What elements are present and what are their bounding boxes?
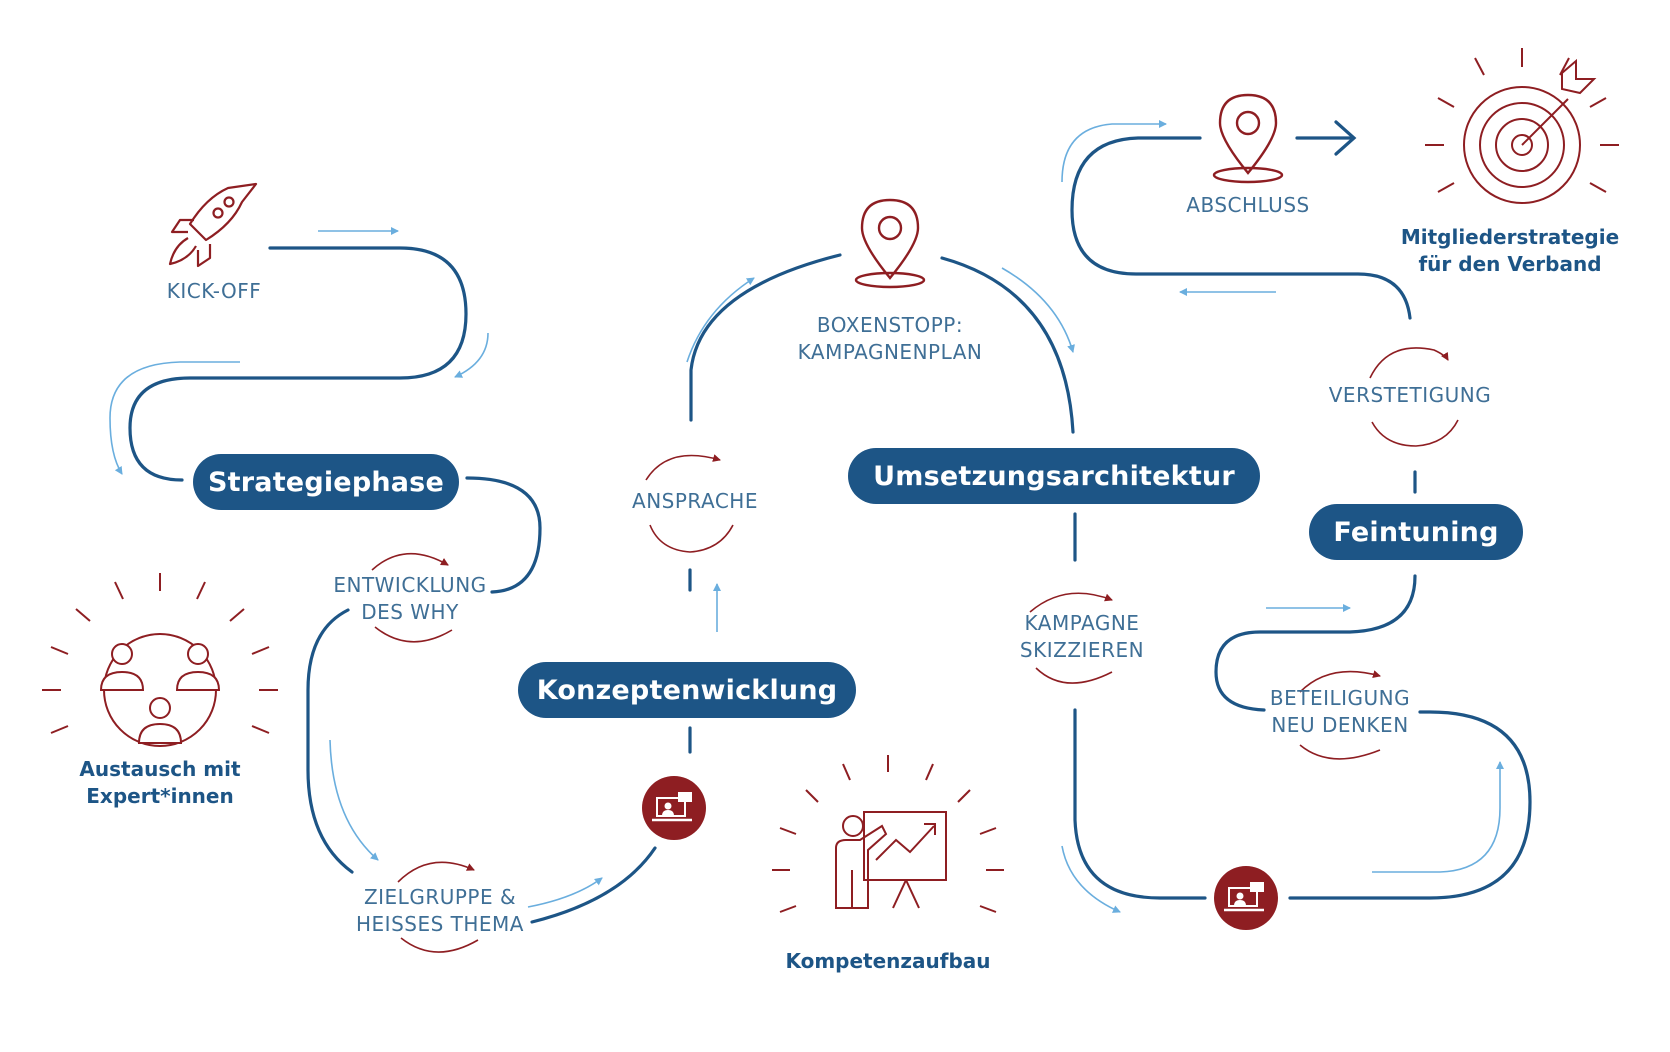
outcome-mitgliederstrategie: Mitgliederstrategie für den Verband xyxy=(1400,225,1620,276)
location-pin-icon xyxy=(1212,93,1284,184)
step-zielgruppe: ZIELGRUPPE & HEISSES THEMA xyxy=(356,885,524,936)
step-abschluss: ABSCHLUSS xyxy=(1186,193,1310,217)
outcome-kompetenzaufbau: Kompetenzaufbau xyxy=(785,949,991,973)
path-beteiligung-left xyxy=(1214,574,1417,712)
step-boxenstopp: BOXENSTOPP: KAMPAGNENPLAN xyxy=(797,313,983,364)
phase-umsetzungsarchitektur: Umsetzungsarchitektur xyxy=(848,448,1260,504)
blue-arrow-3 xyxy=(109,361,240,475)
step-entwicklung-des-why: ENTWICKLUNG DES WHY xyxy=(333,573,487,624)
people-group-icon xyxy=(42,573,278,747)
phase-feintuning: Feintuning xyxy=(1309,504,1523,560)
path-umsetzung-down2 xyxy=(1073,708,1207,900)
path-verstetigung-up xyxy=(1070,136,1412,320)
step-kick-off: KICK-OFF xyxy=(166,279,262,303)
blue-arrow-10 xyxy=(1372,761,1504,873)
main-path xyxy=(128,120,1532,924)
target-arrow-icon xyxy=(1425,48,1619,204)
rocket-icon xyxy=(168,182,258,268)
cycle-ansprache xyxy=(645,454,734,553)
blue-arrow-9 xyxy=(1061,845,1121,913)
path-abschluss-arrowhead xyxy=(1334,120,1357,156)
phase-konzeptenwicklung: Konzeptenwicklung xyxy=(518,662,856,718)
path-to-webinar-1 xyxy=(530,846,657,924)
online-meeting-icon xyxy=(642,776,706,840)
direction-arrows xyxy=(109,120,1504,913)
presentation-board-icon xyxy=(772,755,1004,913)
blue-arrow-2 xyxy=(454,332,489,378)
step-verstetigung: VERSTETIGUNG xyxy=(1328,383,1492,407)
cycle-verstetigung xyxy=(1369,347,1459,447)
cycle-arrows xyxy=(371,347,1459,953)
path-down-left xyxy=(306,608,354,874)
path-ansprache-up xyxy=(689,253,842,422)
cycle-entwicklung xyxy=(371,552,453,643)
step-ansprache: ANSPRACHE xyxy=(632,489,758,513)
blue-arrow-5 xyxy=(527,877,603,908)
step-kampagne-skizzieren: KAMPAGNE SKIZZIEREN xyxy=(1019,611,1145,662)
location-pin-icon xyxy=(854,198,926,289)
path-strategie-out xyxy=(465,476,542,594)
blue-arrow-7 xyxy=(686,277,755,363)
step-beteiligung-neu-denken: BETEILIGUNG NEU DENKEN xyxy=(1269,686,1411,737)
path-webinar2-right xyxy=(1288,710,1532,900)
outcome-austausch-mit-expertinnen: Austausch mit Expert*innen xyxy=(79,757,241,808)
blue-arrow-4 xyxy=(329,739,379,861)
cycle-kampagne xyxy=(1029,592,1113,684)
cycle-zielgruppe xyxy=(397,861,479,953)
path-kickoff-loop xyxy=(128,246,468,482)
blue-arrow-8 xyxy=(1001,267,1075,353)
phase-strategiephase: Strategiephase xyxy=(193,454,459,510)
blue-arrow-13 xyxy=(1061,120,1167,183)
online-meeting-icon xyxy=(1214,866,1278,930)
cycle-beteiligung xyxy=(1299,670,1381,760)
path-arc-right xyxy=(940,256,1075,434)
